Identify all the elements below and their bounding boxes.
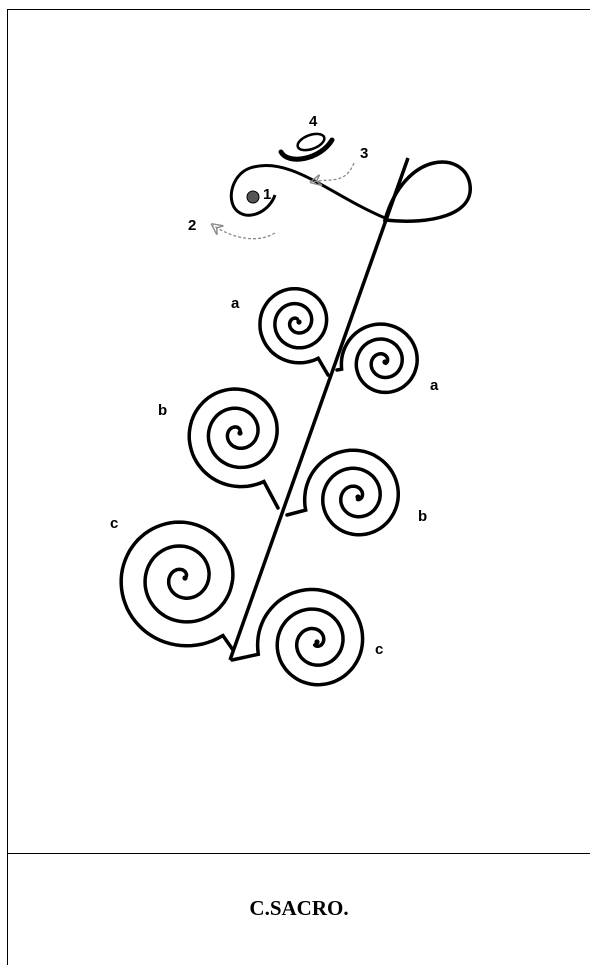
spiral-a-right: [337, 324, 417, 392]
label-b-left: b: [158, 402, 167, 419]
spiral-a-left: [260, 289, 328, 375]
label-c-right: c: [375, 641, 383, 658]
spiral-c-right-center-dot: [314, 639, 319, 644]
top-loop: [385, 162, 470, 221]
label-2: 2: [188, 217, 196, 234]
label-3: 3: [360, 145, 368, 162]
label-a-right: a: [430, 377, 439, 394]
label-1: 1: [263, 186, 271, 203]
label-c-left: c: [110, 515, 118, 532]
spiral-c-left: [121, 522, 233, 650]
spiral-b-right-center-dot: [355, 494, 360, 499]
bead-1-icon: [247, 191, 259, 203]
label-a-left: a: [231, 295, 240, 312]
spiral-c-left-center-dot: [182, 575, 187, 580]
label-b-right: b: [418, 508, 427, 525]
spiral-a-right-center-dot: [382, 359, 387, 364]
main-stem: [230, 158, 408, 660]
arrow-2-icon: [213, 225, 275, 239]
arrow-3-icon: [312, 163, 354, 182]
spiral-b-left: [189, 389, 278, 508]
spiral-b-left-center-dot: [237, 430, 242, 435]
spiral-a-left-center-dot: [296, 319, 301, 324]
label-4: 4: [309, 113, 318, 130]
spirals-group: [121, 289, 417, 685]
caption-title: C.SACRO.: [8, 852, 590, 965]
spiral-b-right: [287, 450, 398, 535]
